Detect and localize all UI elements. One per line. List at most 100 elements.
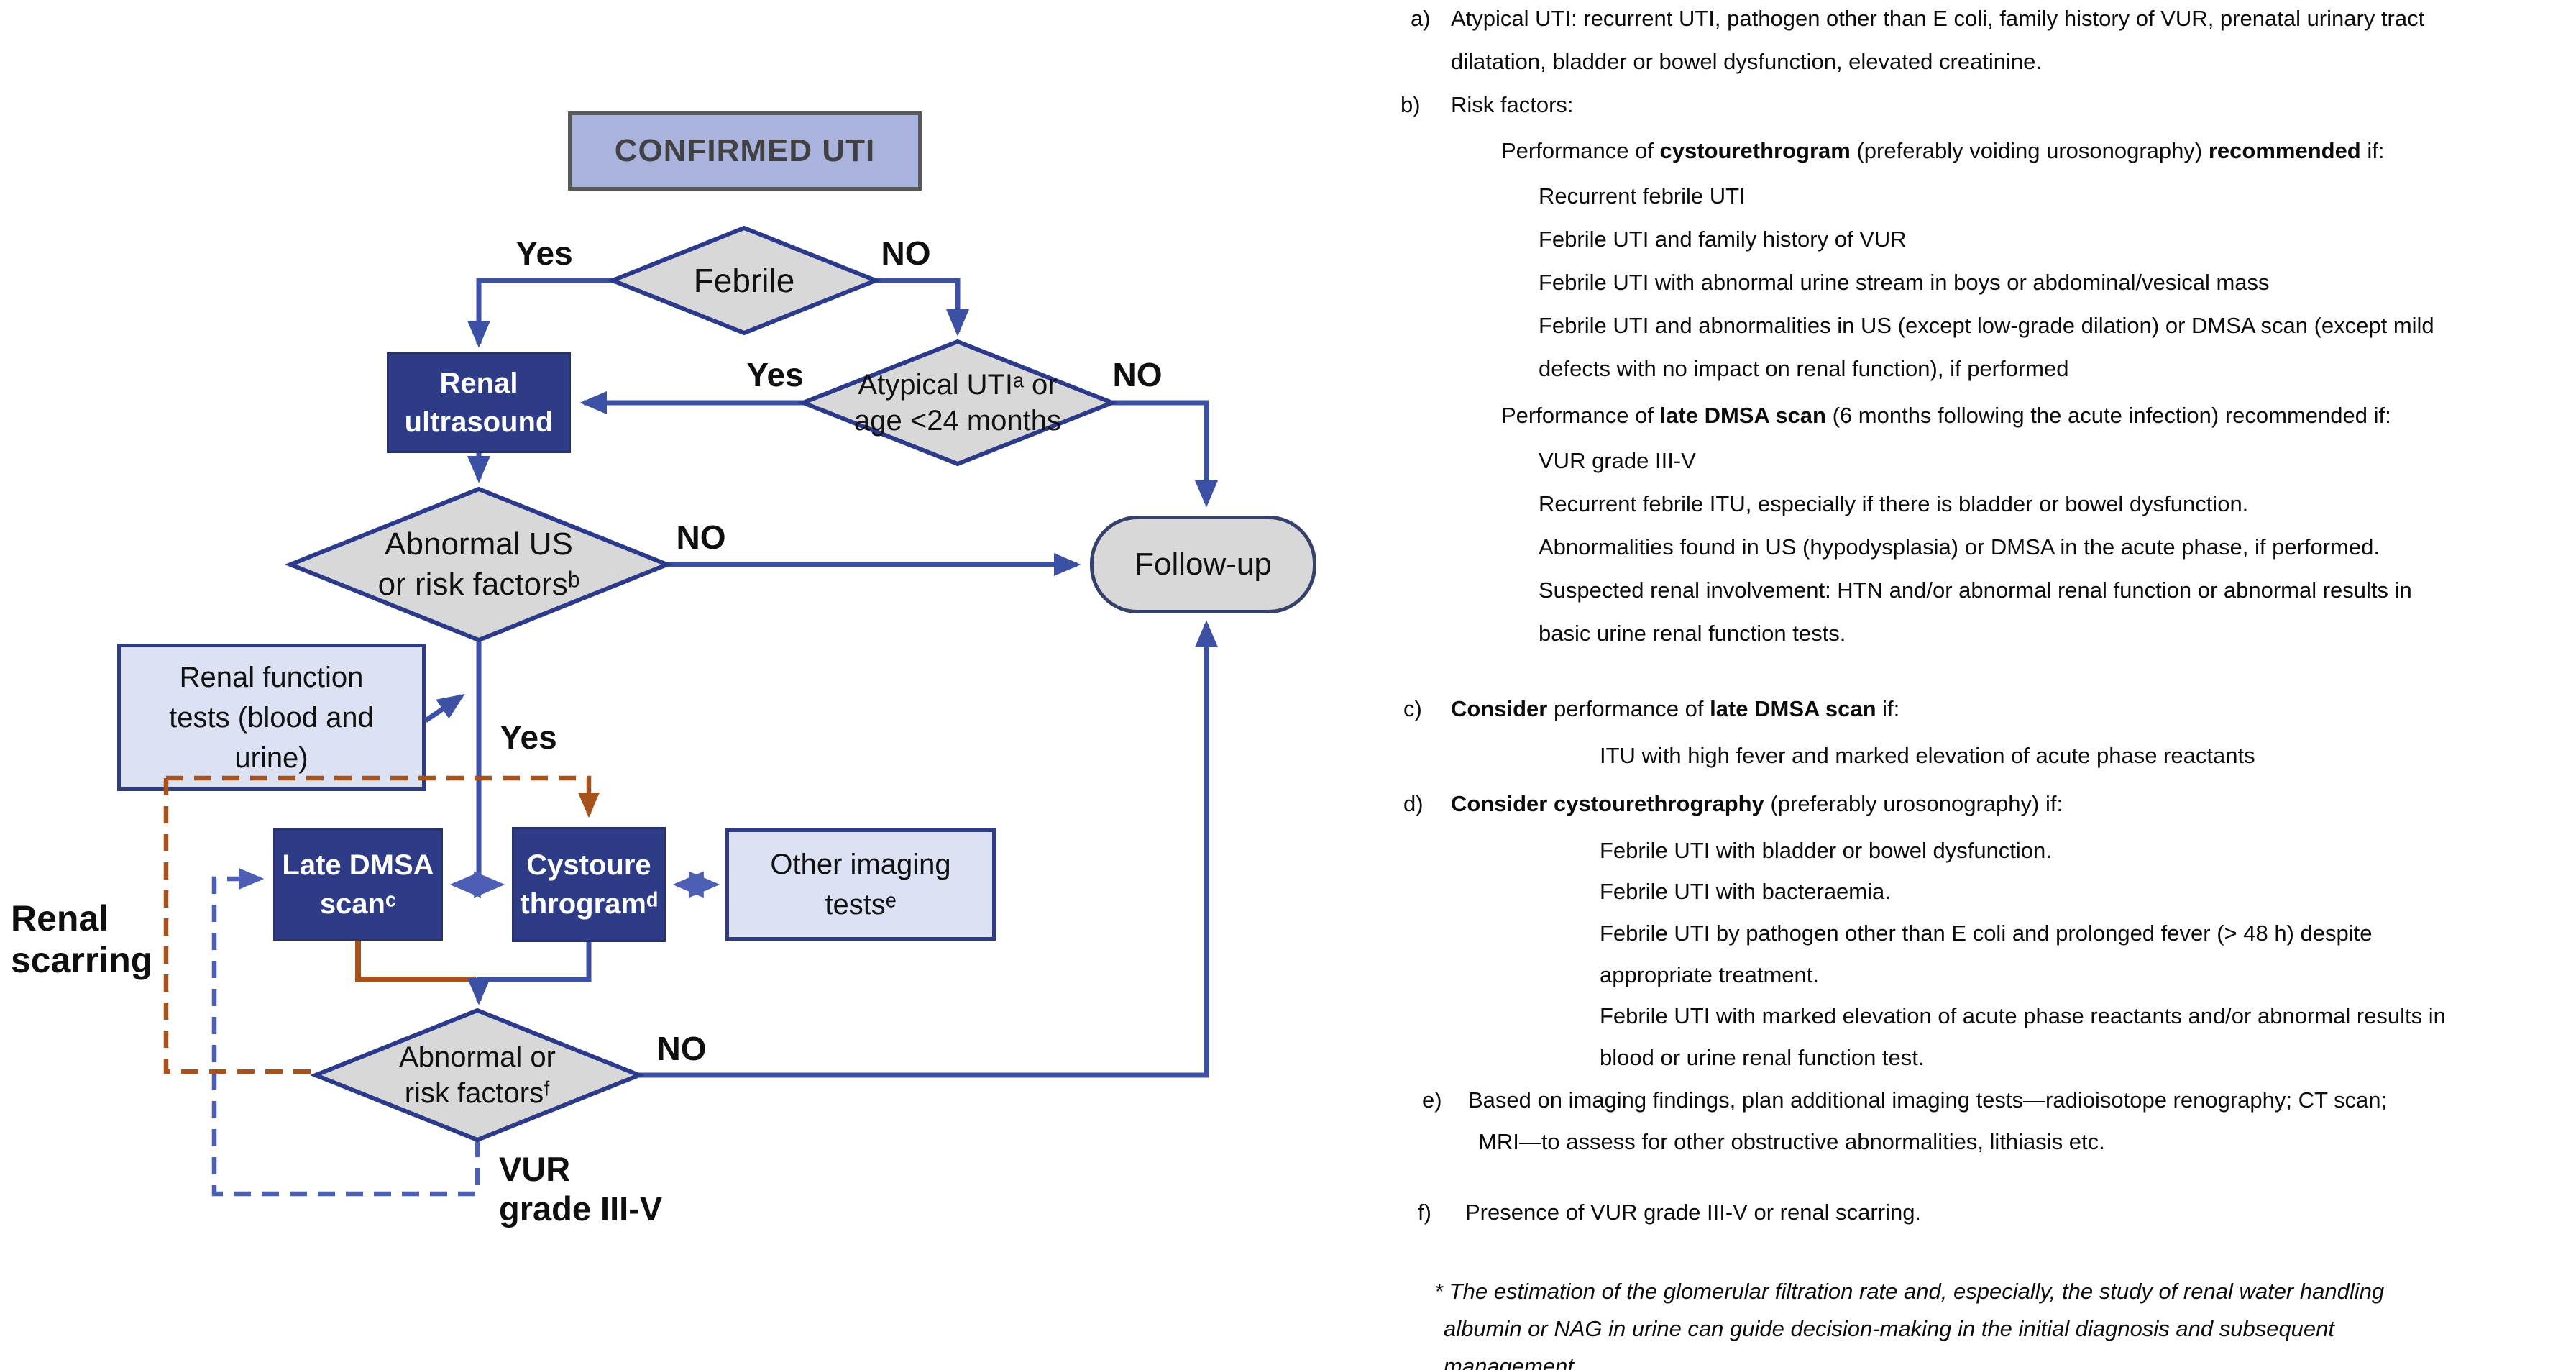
annotation-segment: if:: [1876, 696, 1900, 721]
annotation-segment: Consider cystourethrography: [1451, 791, 1764, 816]
annotation-segment: MRI—to assess for other obstructive abno…: [1478, 1129, 2105, 1154]
annotation-segment: Consider: [1451, 696, 1548, 721]
abnormal-us-label: Abnormal US or risk factorsᵇ: [377, 526, 580, 602]
annotation-segment: basic urine renal function tests.: [1539, 621, 1846, 646]
annotation-line: Suspected renal involvement: HTN and/or …: [1539, 577, 2412, 603]
annotation-line: Febrile UTI and abnormalities in US (exc…: [1539, 313, 2434, 339]
annotation-line: Recurrent febrile ITU, especially if the…: [1539, 491, 2248, 517]
annotation-segment: b): [1401, 92, 1421, 117]
annotation-segment: Suspected renal involvement: HTN and/or …: [1539, 577, 2412, 603]
annotation-line: Presence of VUR grade III-V or renal sca…: [1465, 1200, 1921, 1225]
renal-function-label-line2: tests (blood and: [169, 701, 374, 734]
annotation-line: Abnormalities found in US (hypodysplasia…: [1539, 534, 2380, 560]
annotation-segment: (preferably voiding urosonography): [1850, 138, 2209, 163]
renal-function-label-line3: urine): [234, 741, 308, 774]
follow-up-label: Follow-up: [1135, 547, 1272, 582]
no-label-abnormal-us: NO: [676, 519, 726, 556]
annotation-line: Consider cystourethrography (preferably …: [1451, 791, 2063, 817]
annotation-segment: Febrile UTI and family history of VUR: [1539, 227, 1907, 252]
annotation-line: ITU with high fever and marked elevation…: [1600, 743, 2255, 769]
vur-grade-label: VUR grade III-V: [499, 1150, 663, 1228]
annotation-line: blood or urine renal function test.: [1600, 1045, 1925, 1071]
annotation-line: dilatation, bladder or bowel dysfunction…: [1451, 49, 2042, 75]
annotation-line: * The estimation of the glomerular filtr…: [1434, 1279, 2384, 1305]
item-b-label: b): [1401, 92, 1421, 118]
annotation-segment: appropriate treatment.: [1600, 962, 1820, 987]
item-c-label: c): [1403, 696, 1422, 722]
annotation-segment: management.: [1444, 1353, 1580, 1370]
annotation-line: Febrile UTI with marked elevation of acu…: [1600, 1003, 2446, 1029]
annotation-line: Based on imaging findings, plan addition…: [1468, 1087, 2387, 1113]
annotation-segment: Performance of: [1501, 403, 1660, 428]
annotation-line: Recurrent febrile UTI: [1539, 183, 1746, 209]
annotation-segment: f): [1418, 1200, 1431, 1225]
febrile-label: Febrile: [693, 262, 795, 299]
annotation-segment: a): [1411, 6, 1431, 31]
follow-up-box: Follow-up: [1090, 516, 1316, 613]
annotation-line: Febrile UTI with bladder or bowel dysfun…: [1600, 838, 2052, 864]
confirmed-uti-label: CONFIRMED UTI: [614, 133, 876, 168]
annotation-line: appropriate treatment.: [1600, 962, 1819, 988]
annotation-line: Febrile UTI with bacteraemia.: [1600, 879, 1891, 905]
annotation-line: basic urine renal function tests.: [1539, 621, 1846, 647]
item-f-label: f): [1418, 1200, 1431, 1225]
annotation-line: Febrile UTI by pathogen other than E col…: [1600, 921, 2372, 946]
annotation-segment: * The estimation of the glomerular filtr…: [1434, 1279, 2385, 1304]
annotation-line: management.: [1444, 1353, 1580, 1370]
annotation-segment: Abnormalities found in US (hypodysplasia…: [1539, 534, 2380, 560]
renal-scarring-label: Renal scarring: [11, 898, 153, 980]
annotation-segment: Febrile UTI and abnormalities in US (exc…: [1539, 313, 2434, 338]
annotation-segment: Recurrent febrile ITU, especially if the…: [1539, 491, 2249, 516]
annotation-segment: Atypical UTI: recurrent UTI, pathogen ot…: [1451, 6, 2425, 31]
no-label-bottom: NO: [656, 1030, 707, 1067]
abnormal-risk-factors-label: Abnormal or risk factorsᶠ: [399, 1041, 556, 1109]
annotation-segment: Recurrent febrile UTI: [1539, 183, 1746, 209]
yes-label-febrile: Yes: [515, 234, 573, 272]
annotation-segment: VUR grade III-V: [1539, 448, 1696, 473]
annotation-segment: e): [1422, 1087, 1442, 1113]
cystourethrogram-label-line2: throgramᵈ: [520, 888, 658, 920]
annotation-segment: defects with no impact on renal function…: [1539, 356, 2069, 381]
item-a-label: a): [1411, 6, 1431, 32]
annotation-segment: ITU with high fever and marked elevation…: [1600, 743, 2255, 768]
yes-label-atypical: Yes: [746, 356, 804, 393]
annotation-line: Risk factors:: [1451, 92, 1574, 118]
renal-ultrasound-label-line2: ultrasound: [404, 406, 554, 438]
annotation-line: Performance of cystourethrogram (prefera…: [1501, 138, 2384, 164]
no-label-atypical: NO: [1112, 356, 1163, 393]
annotation-segment: dilatation, bladder or bowel dysfunction…: [1451, 49, 2043, 74]
annotation-line: albumin or NAG in urine can guide decisi…: [1444, 1316, 2334, 1342]
annotation-line: Performance of late DMSA scan (6 months …: [1501, 403, 2391, 429]
annotation-segment: Presence of VUR grade III-V or renal sca…: [1465, 1200, 1922, 1225]
annotation-line: Atypical UTI: recurrent UTI, pathogen ot…: [1451, 6, 2424, 32]
annotation-segment: late DMSA scan: [1710, 696, 1876, 721]
annotation-segment: c): [1403, 696, 1422, 721]
annotation-segment: Febrile UTI by pathogen other than E col…: [1600, 921, 2373, 946]
annotation-line: defects with no impact on renal function…: [1539, 356, 2068, 382]
annotation-segment: Febrile UTI with bladder or bowel dysfun…: [1600, 838, 2052, 863]
annotation-segment: Febrile UTI with bacteraemia.: [1600, 879, 1891, 904]
annotation-segment: Based on imaging findings, plan addition…: [1468, 1087, 2388, 1113]
annotation-segment: d): [1403, 791, 1424, 816]
item-e-label: e): [1422, 1087, 1442, 1113]
annotation-line: VUR grade III-V: [1539, 448, 1696, 474]
annotation-line: Febrile UTI and family history of VUR: [1539, 227, 1907, 252]
annotation-segment: Febrile UTI with marked elevation of acu…: [1600, 1003, 2446, 1028]
annotation-line: MRI—to assess for other obstructive abno…: [1478, 1129, 2105, 1155]
annotation-line: Febrile UTI with abnormal urine stream i…: [1539, 270, 2270, 296]
annotation-segment: recommended: [2208, 138, 2361, 163]
annotation-segment: Risk factors:: [1451, 92, 1574, 117]
annotation-line: Consider performance of late DMSA scan i…: [1451, 696, 1899, 722]
yes-label-abnormal-us: Yes: [500, 718, 557, 756]
annotation-segment: (preferably urosonography) if:: [1764, 791, 2063, 816]
confirmed-uti-box: CONFIRMED UTI: [568, 111, 922, 191]
no-label-febrile: NO: [881, 234, 931, 272]
annotation-segment: performance of: [1547, 696, 1710, 721]
renal-ultrasound-label-line1: Renal: [439, 367, 518, 399]
annotation-segment: Performance of: [1501, 138, 1660, 163]
annotation-segment: if:: [2360, 138, 2385, 163]
atypical-label: Atypical UTIᵃ or age <24 months: [854, 369, 1061, 437]
annotation-segment: (6 months following the acute infection)…: [1825, 403, 2391, 428]
